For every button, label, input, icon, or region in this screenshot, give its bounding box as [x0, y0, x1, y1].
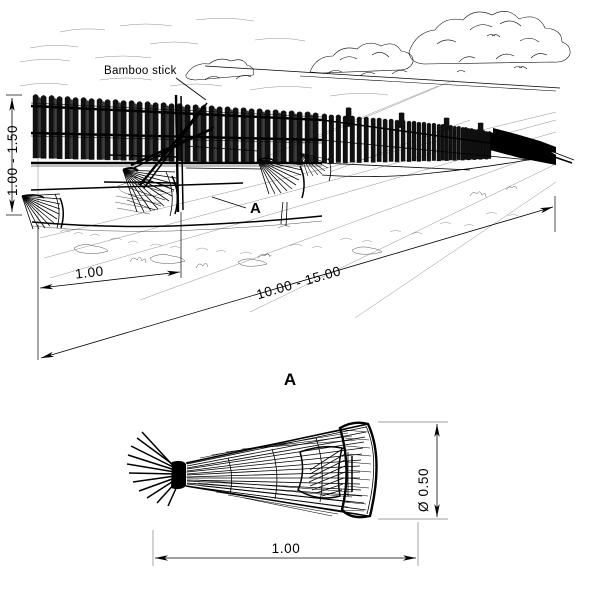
lower-view-dimensions: Ø 0.50 1.00	[152, 421, 448, 566]
fence-brace-and-traps	[21, 94, 332, 230]
callout-bamboo-stick-label: Bamboo stick	[104, 65, 177, 77]
conical-trap-detail	[126, 421, 378, 519]
trap-mouth	[338, 421, 378, 519]
dim-trap-length-value: 1.00	[272, 541, 301, 556]
callout-detail-A: A	[211, 196, 261, 217]
dim-fence-length-value: 10.00 - 15.00	[255, 263, 343, 302]
dim-fence-height-value: 1.00 - 1.50	[5, 125, 20, 196]
dim-fence-length: 10.00 - 15.00	[40, 206, 554, 359]
fence-trap-far	[299, 152, 332, 182]
sky-and-clouds	[19, 11, 571, 97]
fence-trap-mid	[257, 157, 305, 199]
bamboo-fence-far	[321, 107, 575, 177]
dim-trap-diameter-value: Ø 0.50	[416, 468, 431, 512]
dim-trap-diameter: Ø 0.50	[378, 421, 448, 520]
section-title-A: A	[284, 370, 296, 389]
callout-detail-A-label: A	[250, 200, 261, 217]
dim-trap-length: 1.00	[152, 522, 419, 566]
trap-funnel-entrance	[297, 445, 353, 499]
trap-body	[185, 423, 369, 517]
dim-fence-height: 1.00 - 1.50	[5, 94, 22, 216]
trap-tied-end	[126, 431, 188, 507]
dim-trap-spacing-value: 1.00	[74, 263, 104, 281]
callout-bamboo-stick: Bamboo stick	[104, 65, 207, 101]
dim-trap-spacing: 1.00	[39, 263, 181, 290]
fence-trap-detail-A	[122, 167, 179, 217]
